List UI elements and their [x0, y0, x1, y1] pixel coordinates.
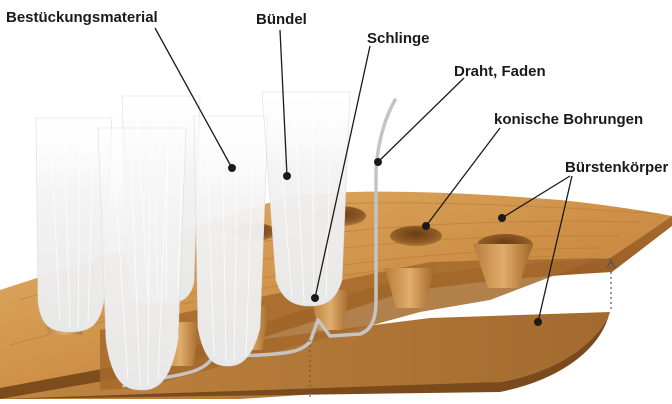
leader-dot: [311, 294, 319, 302]
label-bestueckungsmaterial: Bestückungsmaterial: [6, 9, 158, 26]
leader-dot: [498, 214, 506, 222]
label-konische-bohrungen: konische Bohrungen: [494, 111, 643, 128]
bore-hole: [390, 226, 442, 246]
label-buendel: Bündel: [256, 11, 307, 28]
bristle-tuft: [194, 116, 268, 366]
leader-dot: [374, 158, 382, 166]
leader-draht-faden: [378, 78, 464, 162]
bristle-tuft: [98, 128, 186, 390]
label-schlinge: Schlinge: [367, 30, 430, 47]
leader-dot: [534, 318, 542, 326]
label-draht-faden: Draht, Faden: [454, 63, 546, 80]
leader-dot: [228, 164, 236, 172]
leader-dot: [283, 172, 291, 180]
label-buerstenkoerper: Bürstenkörper: [565, 159, 669, 176]
leader-dot: [422, 222, 430, 230]
